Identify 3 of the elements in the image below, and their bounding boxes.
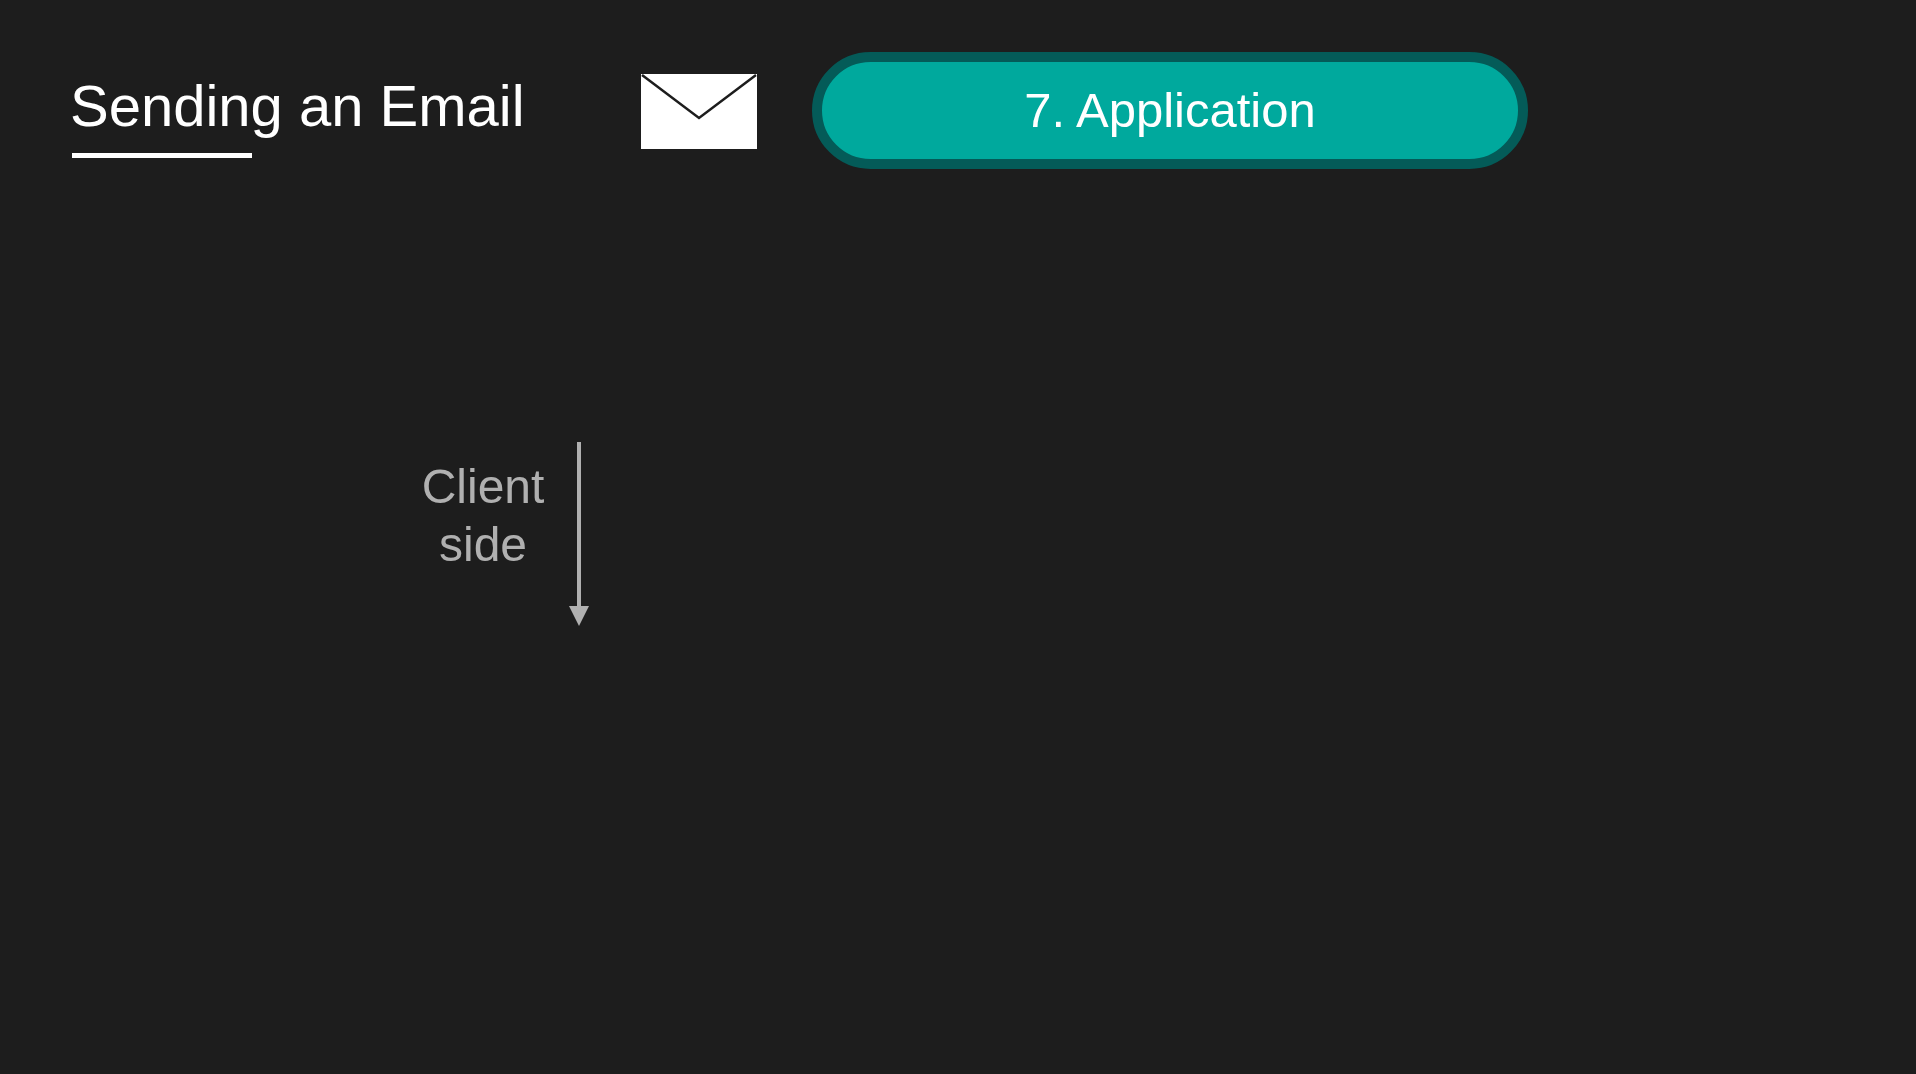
side-label: Client side bbox=[420, 459, 546, 573]
slide-title: Sending an Email bbox=[70, 72, 525, 140]
layer-pill: 7. Application bbox=[812, 52, 1528, 169]
